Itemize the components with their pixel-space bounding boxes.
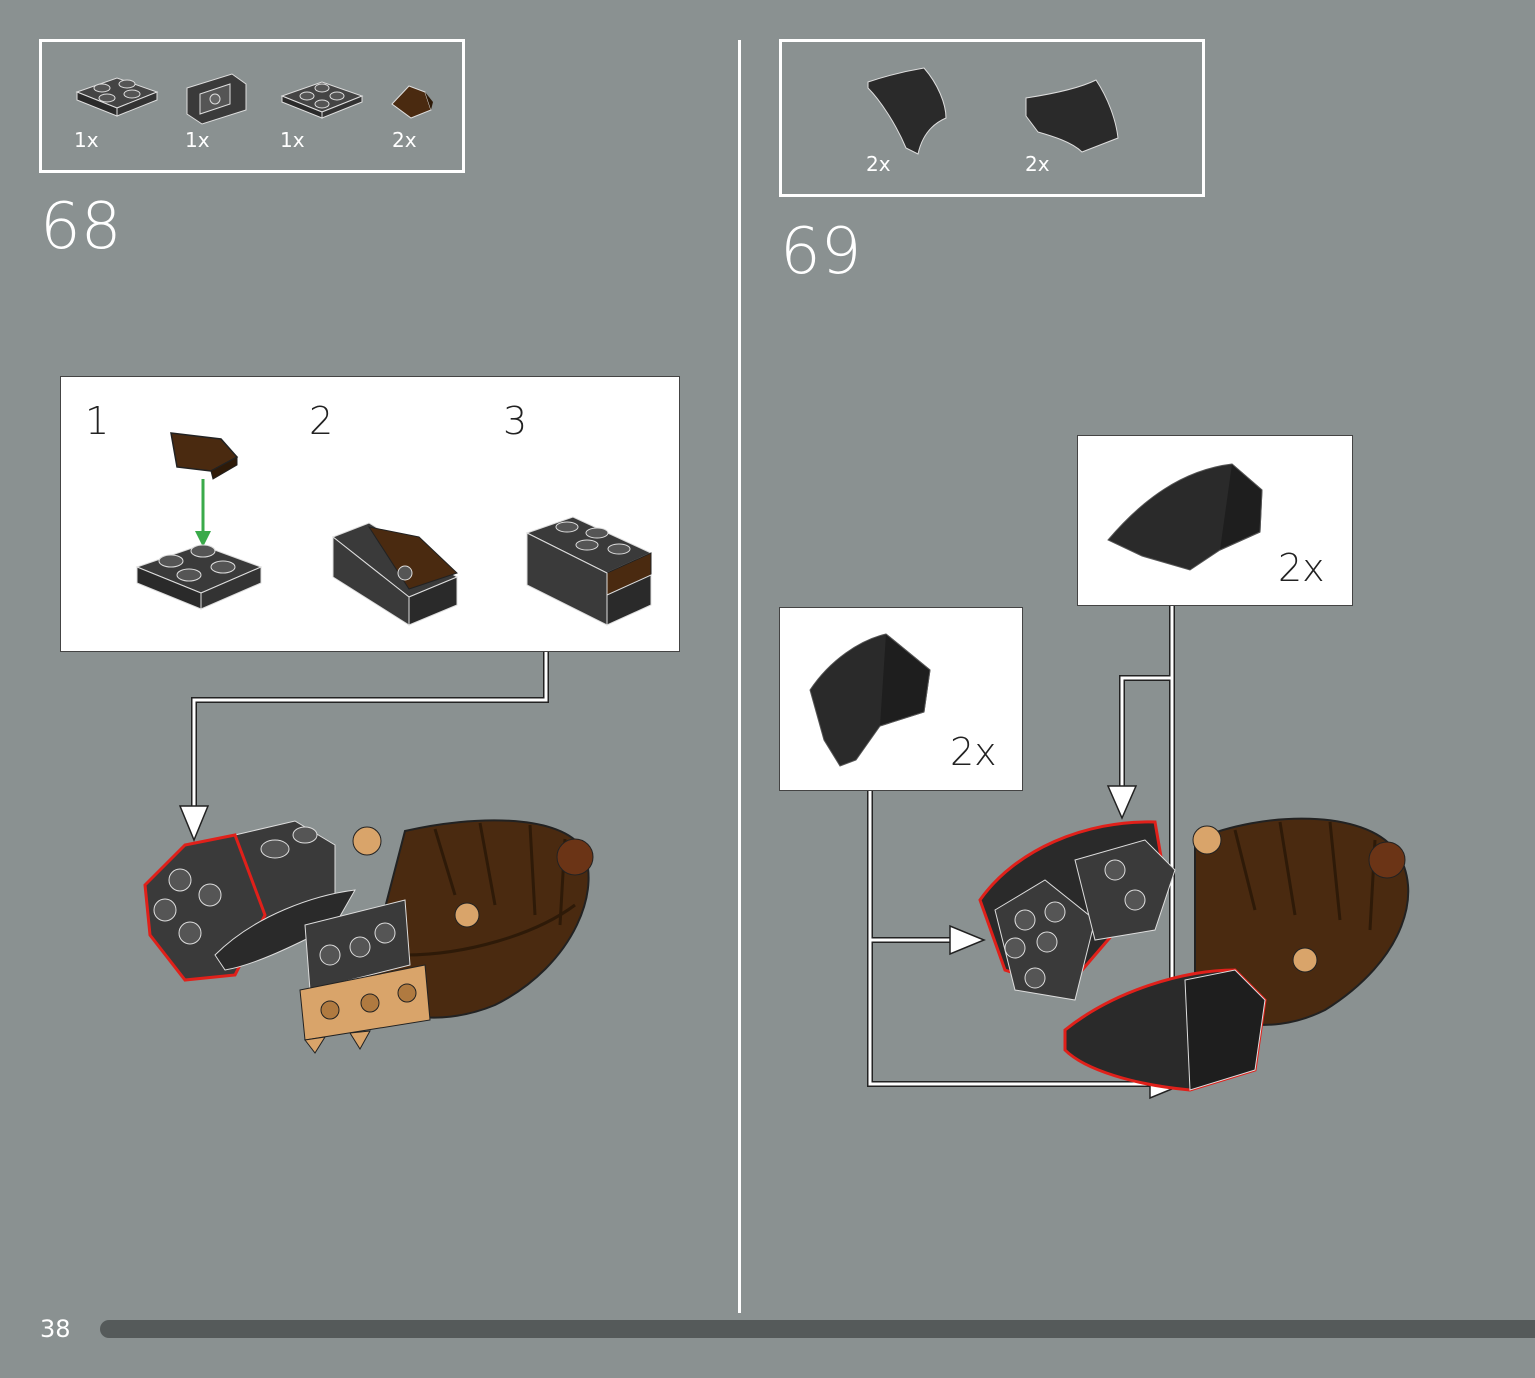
black-curved-slope-icon: [1107, 463, 1263, 571]
black-curved-slope-right-icon: [1025, 79, 1119, 153]
part-qty: 1x: [280, 128, 305, 152]
part-qty: 1x: [185, 128, 210, 152]
brown-slope-icon: [391, 85, 433, 119]
substep-number: 3: [503, 399, 528, 443]
part-qty: 1x: [74, 128, 99, 152]
page-number: 38: [40, 1315, 71, 1343]
black-curved-slope-left-icon: [867, 67, 947, 155]
callout-qty: 2x: [1278, 546, 1325, 590]
dark-gray-plate-with-studs-icon: [280, 81, 364, 119]
callout-qty: 2x: [950, 730, 997, 774]
substep-2-illustration: [332, 522, 459, 626]
step-number-69: 69: [780, 215, 862, 289]
parts-list-step-69: 2x 2x: [779, 39, 1205, 197]
part-qty: 2x: [392, 128, 417, 152]
part-qty: 2x: [866, 152, 891, 176]
step-number-68: 68: [40, 190, 122, 264]
part-qty: 2x: [1025, 152, 1050, 176]
substep-number: 1: [85, 399, 110, 443]
progress-bar: [100, 1320, 1535, 1338]
dark-gray-plate-2x2-icon: [75, 77, 159, 117]
dark-gray-bracket-icon: [186, 73, 247, 125]
substep-1-illustration: [135, 432, 263, 610]
callout-curved-slope-top: 2x: [1077, 435, 1353, 606]
parts-list-step-68: 1x 1x 1x 2x: [39, 39, 465, 173]
step-69-model: [978, 817, 1410, 1092]
page-divider: [738, 40, 741, 1313]
black-curved-slope-icon: [809, 633, 931, 767]
callout-curved-slope-left: 2x: [779, 607, 1023, 791]
step-68-model: [143, 819, 594, 1054]
substep-3-illustration: [525, 516, 653, 626]
substep-number: 2: [309, 399, 334, 443]
subassembly-callout: 1 2 3: [60, 376, 680, 652]
